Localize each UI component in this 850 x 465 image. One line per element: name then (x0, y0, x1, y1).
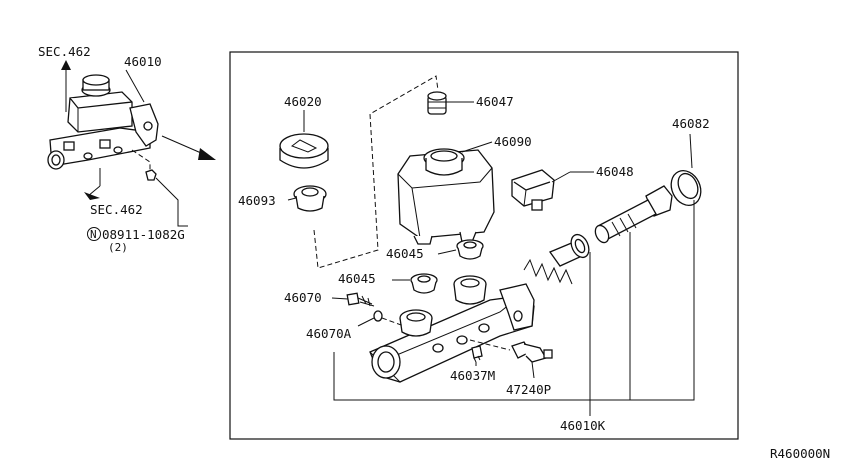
part-46045b-label: 46045 (338, 271, 376, 286)
nut-circle-letter: N (90, 228, 97, 241)
part-46048-label: 46048 (596, 164, 634, 179)
reservoir-tank (397, 141, 495, 245)
part-46093-label: 46093 (238, 193, 276, 208)
detail-frame (229, 51, 739, 440)
part-46070A-label: 46070A (306, 326, 352, 341)
reservoir-group-outline (313, 75, 439, 269)
overview-assembly (47, 60, 216, 227)
diagram-ref-code: R460000N (770, 446, 830, 461)
part-47240P-label: 47240P (506, 382, 551, 397)
washer (357, 310, 405, 327)
nut-qty-label: (2) (108, 241, 128, 254)
reservoir-cap (279, 110, 329, 169)
master-cylinder-body (369, 275, 535, 383)
piston-assembly-secondary (594, 185, 673, 244)
part-46047-label: 46047 (476, 94, 514, 109)
sec-bottom-label: SEC.462 (90, 202, 143, 217)
plug (427, 91, 474, 115)
nut-part-label: 08911-1082G (102, 227, 185, 242)
sensor (469, 339, 553, 379)
kit-bracket (333, 200, 695, 416)
sec-top-label: SEC.462 (38, 44, 91, 59)
nut-circle-icon (87, 227, 101, 241)
part-46010-label: 46010 (124, 54, 162, 69)
seal-ring (670, 133, 702, 207)
reservoir-strainer (287, 185, 327, 212)
part-46090-label: 46090 (494, 134, 532, 149)
screw (471, 345, 483, 366)
bolt (331, 292, 375, 307)
part-46045a-label: 46045 (386, 246, 424, 261)
grommet-lower (392, 273, 438, 294)
piston-spring (523, 233, 590, 285)
part-46082-label: 46082 (672, 116, 710, 131)
level-switch (511, 169, 594, 211)
grommet-upper (437, 239, 484, 260)
part-46037M-label: 46037M (450, 368, 495, 383)
part-46070-label: 46070 (284, 290, 322, 305)
part-46010K-label: 46010K (560, 418, 606, 433)
part-46020-label: 46020 (284, 94, 322, 109)
